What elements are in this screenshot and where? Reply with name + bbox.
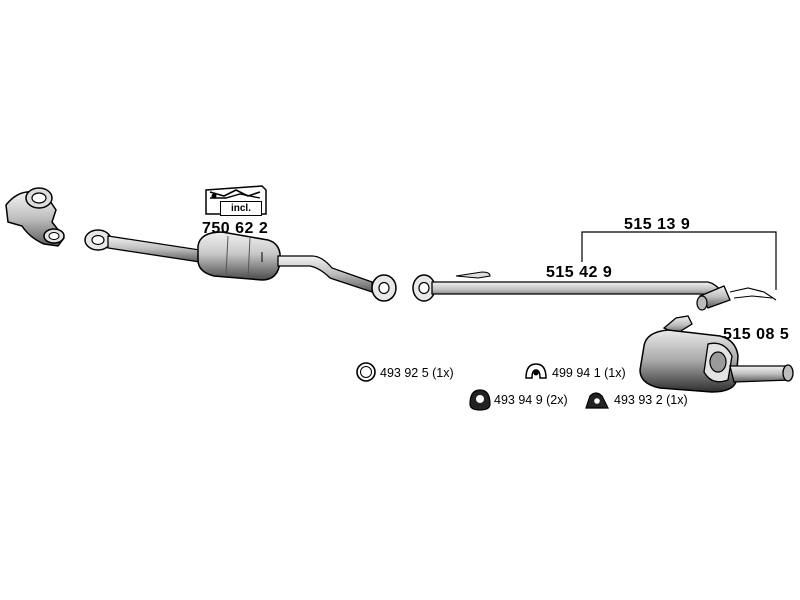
assembly-part-number: 515 13 9	[624, 216, 691, 233]
ring-clamp-icon	[356, 362, 376, 382]
accessory-rubber-mount-text: 493 94 9 (2x)	[494, 393, 568, 407]
catalytic-converter-assembly	[84, 229, 397, 302]
accessory-rubber-hanger-text: 499 94 1 (1x)	[552, 366, 626, 380]
rear-silencer-part-number: 515 08 5	[723, 326, 790, 343]
accessory-ring-clamp-text: 493 92 5 (1x)	[380, 366, 454, 380]
catalytic-converter-part-number: 750 62 2	[202, 220, 269, 237]
rubber-mount-icon	[469, 389, 491, 411]
rear-silencer	[639, 315, 794, 393]
accessory-rubber-bracket-text: 493 93 2 (1x)	[614, 393, 688, 407]
front-downpipe	[5, 187, 65, 247]
rubber-hanger-icon	[525, 363, 547, 379]
assembly-bracket	[581, 231, 777, 290]
middle-pipe-part-number: 515 42 9	[546, 264, 613, 281]
middle-pipe	[412, 271, 777, 311]
included-items-label: incl.	[220, 201, 262, 216]
rubber-bracket-icon	[585, 392, 609, 409]
